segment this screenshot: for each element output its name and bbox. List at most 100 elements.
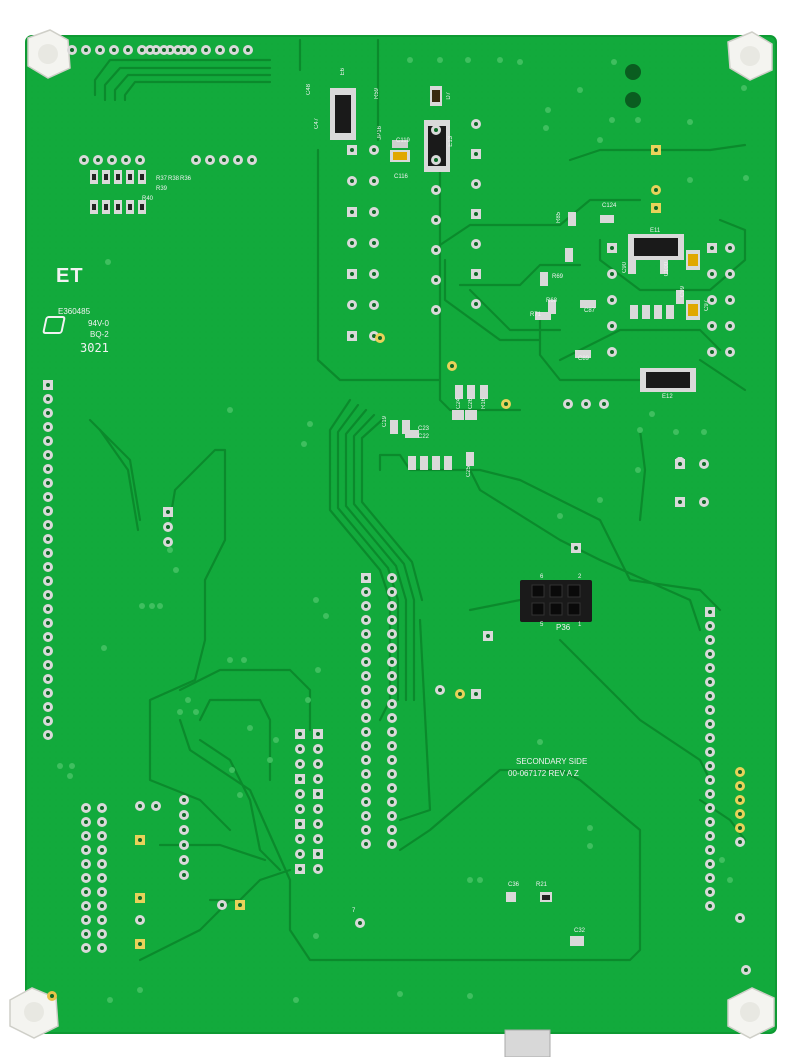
- pad-hole: [364, 632, 368, 636]
- via: [611, 59, 617, 65]
- via: [69, 763, 75, 769]
- pad-hole: [710, 324, 714, 328]
- pad-hole: [708, 722, 712, 726]
- pad-hole: [182, 843, 186, 847]
- refdes-c97: C97: [704, 300, 710, 312]
- pad-hole: [182, 813, 186, 817]
- via: [727, 877, 733, 883]
- pad-hole: [124, 158, 128, 162]
- pad-hole: [390, 590, 394, 594]
- refdes-r40: R40: [142, 196, 154, 202]
- pad-hole: [138, 838, 142, 842]
- pad-hole: [738, 826, 742, 830]
- pad-hole: [298, 807, 302, 811]
- pad-hole: [434, 308, 438, 312]
- refdes-e13: E13: [448, 136, 454, 147]
- pad-hole: [434, 278, 438, 282]
- board-mask-texture: [26, 36, 776, 1033]
- pad-hole: [100, 932, 104, 936]
- via: [635, 117, 641, 123]
- standoff-bottom-right: [727, 987, 775, 1039]
- pad-hole: [728, 272, 732, 276]
- pad-hole: [220, 903, 224, 907]
- refdes-c47: C47: [314, 118, 320, 130]
- via: [273, 737, 279, 743]
- refdes-c26: C26: [468, 398, 474, 410]
- pad-hole: [708, 652, 712, 656]
- refdes-c25: C25: [466, 466, 472, 478]
- refdes-r21: R21: [536, 882, 548, 888]
- pad-hole: [316, 792, 320, 796]
- pad-hole: [350, 241, 354, 245]
- pad-hole: [316, 852, 320, 856]
- pad-hole: [100, 890, 104, 894]
- pad-hole: [84, 946, 88, 950]
- pad-hole: [372, 303, 376, 307]
- pad-hole: [236, 158, 240, 162]
- pad-hole: [364, 730, 368, 734]
- pad-hole: [372, 210, 376, 214]
- pad-hole: [298, 732, 302, 736]
- mounting-hole: [625, 92, 641, 108]
- via: [597, 497, 603, 503]
- via: [301, 441, 307, 447]
- pad-hole: [182, 873, 186, 877]
- via: [467, 993, 473, 999]
- pad-hole: [390, 842, 394, 846]
- pad-hole: [84, 918, 88, 922]
- pad-hole: [390, 800, 394, 804]
- via: [537, 739, 543, 745]
- pad-hole: [316, 867, 320, 871]
- pad-hole: [100, 946, 104, 950]
- via: [237, 792, 243, 798]
- via: [497, 57, 503, 63]
- pad-hole: [298, 852, 302, 856]
- pad-hole: [100, 806, 104, 810]
- pad-hole: [316, 732, 320, 736]
- pad-hole: [96, 158, 100, 162]
- pad-hole: [46, 537, 50, 541]
- pad-hole: [316, 777, 320, 781]
- pad-hole: [390, 814, 394, 818]
- via: [149, 603, 155, 609]
- pad-hole: [46, 607, 50, 611]
- via: [597, 137, 603, 143]
- via: [437, 57, 443, 63]
- pad-hole: [84, 890, 88, 894]
- pad-hole: [358, 921, 362, 925]
- smd-cluster-right: [535, 212, 700, 392]
- pad-hole: [438, 688, 442, 692]
- pad-hole: [654, 206, 658, 210]
- ul-code: E360485: [58, 307, 91, 316]
- pad-hole: [100, 918, 104, 922]
- pad-hole: [162, 48, 166, 52]
- edge-connector: [504, 1029, 551, 1057]
- refdes-c90: C90: [622, 262, 628, 274]
- via: [139, 603, 145, 609]
- refdes-c100: C100: [664, 262, 670, 277]
- pad-hole: [84, 806, 88, 810]
- pad-hole: [390, 660, 394, 664]
- refdes-r59: R59: [374, 88, 380, 100]
- via: [229, 767, 235, 773]
- via: [543, 125, 549, 131]
- pad-hole: [364, 716, 368, 720]
- pad-hole: [298, 762, 302, 766]
- smd-cluster-middle: [390, 385, 584, 946]
- via: [649, 411, 655, 417]
- via: [743, 175, 749, 181]
- pad-hole: [84, 48, 88, 52]
- via: [177, 709, 183, 715]
- pad-hole: [364, 828, 368, 832]
- pad-hole: [728, 350, 732, 354]
- refdes-c124: C124: [602, 203, 617, 209]
- pad-hole: [46, 579, 50, 583]
- pad-hole: [372, 148, 376, 152]
- pad-hole: [154, 804, 158, 808]
- pad-hole: [708, 834, 712, 838]
- part-number: 00-067172 REV A Z: [508, 769, 579, 778]
- refdes-d7: D7: [446, 92, 452, 100]
- pad-hole: [738, 812, 742, 816]
- via: [397, 991, 403, 997]
